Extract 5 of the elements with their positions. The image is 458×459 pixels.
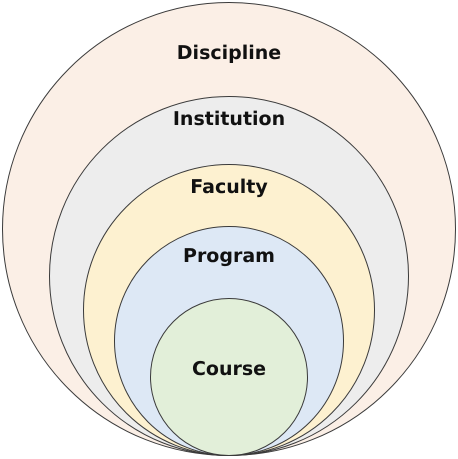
circle-label: Course: [192, 358, 266, 380]
circle-label: Institution: [172, 108, 286, 130]
circle-label: Discipline: [176, 42, 282, 64]
circle-label: Program: [183, 245, 275, 267]
circle-label: Faculty: [190, 176, 268, 198]
